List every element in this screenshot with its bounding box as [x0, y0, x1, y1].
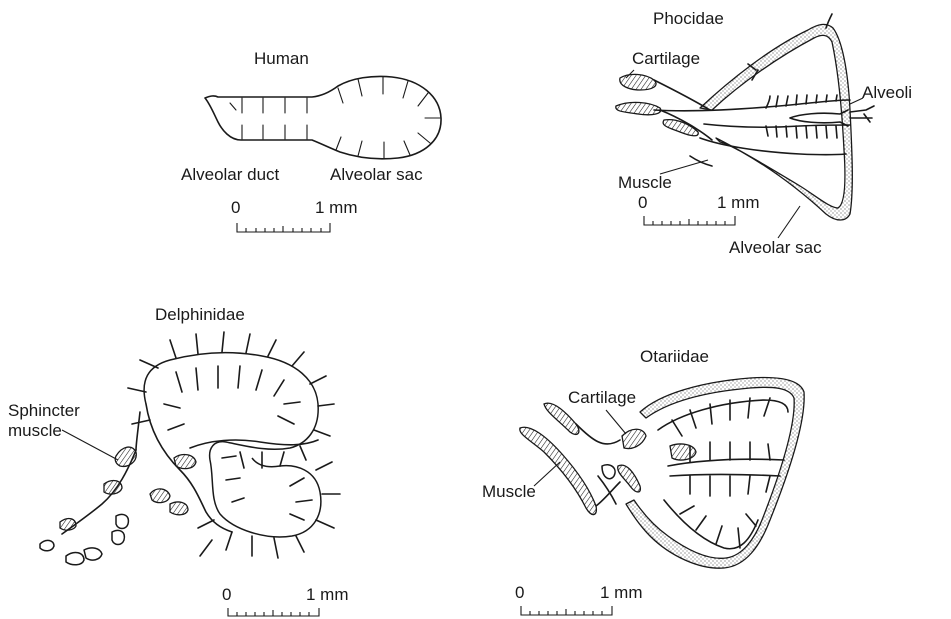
otariidae-cartilage-leader: [606, 410, 626, 434]
otariidae-alveolar-drawing: [520, 378, 804, 569]
phocidae-scale-one: 1 mm: [717, 193, 760, 212]
otariidae-scale-bar: [521, 606, 612, 615]
phocidae-sac-leader: [778, 206, 800, 238]
human-duct-label: Alveolar duct: [181, 165, 280, 184]
otariidae-scale-zero: 0: [515, 583, 524, 602]
human-sac-label: Alveolar sac: [330, 165, 423, 184]
delphinidae-title: Delphinidae: [155, 305, 245, 324]
human-title: Human: [254, 49, 309, 68]
phocidae-sac-label: Alveolar sac: [729, 238, 822, 257]
delphinidae-panel: Delphinidae: [8, 305, 349, 616]
human-scale-zero: 0: [231, 198, 240, 217]
delphinidae-scale-bar: [228, 608, 319, 616]
otariidae-muscle-leader: [534, 462, 560, 486]
human-alveolar-drawing: [205, 76, 441, 158]
phocidae-scale-bar: [644, 216, 735, 225]
otariidae-scale-one: 1 mm: [600, 583, 643, 602]
delphinidae-sphincter-leader: [62, 430, 118, 460]
phocidae-alveoli-label: Alveoli: [862, 83, 912, 102]
delphinidae-sphincter-label-line1: Sphincter: [8, 401, 80, 420]
phocidae-muscle-leader: [660, 160, 708, 174]
otariidae-panel: Otariidae Cartila: [482, 347, 804, 615]
phocidae-cartilage-label: Cartilage: [632, 49, 700, 68]
human-scale-bar: [237, 223, 330, 232]
phocidae-scale-zero: 0: [638, 193, 647, 212]
otariidae-cartilage-label: Cartilage: [568, 388, 636, 407]
phocidae-panel: Phocidae Cartilag: [616, 9, 912, 257]
human-septa: [230, 77, 440, 158]
human-panel: Human: [181, 49, 441, 232]
otariidae-title: Otariidae: [640, 347, 709, 366]
delphinidae-scale-zero: 0: [222, 585, 231, 604]
delphinidae-sphincter-label-line2: muscle: [8, 421, 62, 440]
otariidae-muscle-label: Muscle: [482, 482, 536, 501]
human-scale-one: 1 mm: [315, 198, 358, 217]
delphinidae-scale-one: 1 mm: [306, 585, 349, 604]
phocidae-title: Phocidae: [653, 9, 724, 28]
phocidae-muscle-label: Muscle: [618, 173, 672, 192]
delphinidae-alveolar-drawing: [40, 332, 340, 565]
